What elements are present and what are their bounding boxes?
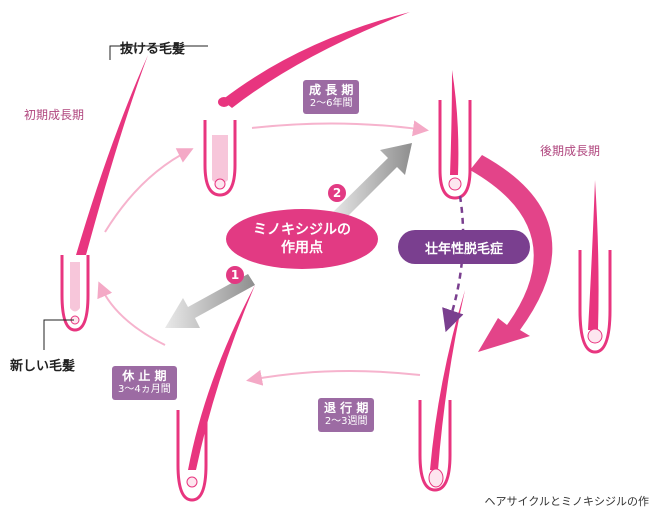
minoxidil-line2: 作用点 [281, 240, 323, 256]
aga-dashed-arrow [442, 195, 465, 333]
cycle-arrow-upper-left [104, 148, 194, 233]
aga-label: 壮年性脱毛症 [398, 230, 530, 264]
marker-2: 2 [328, 184, 346, 202]
phase-anagen-duration: 2〜6年間 [309, 98, 353, 109]
falling-hair-strand [222, 12, 410, 108]
late-growth-label: 後期成長期 [540, 144, 601, 158]
phase-catagen-duration: 2〜3週間 [324, 416, 368, 427]
falling-hair-label: 抜ける毛髪 [120, 42, 186, 57]
minoxidil-arrow-2 [330, 143, 412, 224]
phase-anagen-title: 成 長 期 [309, 83, 354, 97]
phase-telogen-duration: 3〜4ヵ月間 [118, 384, 171, 395]
cycle-arrow-lower-left [97, 281, 166, 346]
follicle-late-growth [578, 180, 612, 354]
late-growth-arrow [470, 155, 553, 352]
minoxidil-action-point: ミノキシジルの 作用点 [226, 209, 378, 269]
phase-telogen: 休 止 期 3〜4ヵ月間 [112, 366, 177, 400]
follicle-top [203, 120, 237, 197]
falling-hair-leader [109, 45, 208, 60]
cycle-arrows [97, 120, 429, 386]
cycle-arrow-top [251, 120, 429, 137]
aga-text: 壮年性脱毛症 [424, 241, 503, 257]
minoxidil-arrow-1 [165, 274, 255, 328]
follicle-telogen [176, 285, 255, 502]
early-growth-strand [76, 55, 148, 255]
follicle-catagen [418, 290, 465, 492]
phase-anagen: 成 長 期 2〜6年間 [303, 80, 360, 114]
marker-1: 1 [226, 266, 244, 284]
follicle-anagen-right [438, 70, 472, 200]
phase-telogen-title: 休 止 期 [122, 369, 167, 383]
caption: ヘアサイクルとミノキシジルの作 [484, 495, 649, 508]
cycle-arrow-bottom [246, 369, 421, 386]
follicle-new-hair [60, 255, 90, 332]
new-hair-label: 新しい毛髪 [10, 359, 76, 374]
phase-catagen: 退 行 期 2〜3週間 [318, 398, 375, 432]
minoxidil-line1: ミノキシジルの [253, 222, 351, 238]
new-hair-leader [43, 319, 74, 350]
early-growth-label: 初期成長期 [24, 108, 85, 122]
phase-catagen-title: 退 行 期 [324, 401, 369, 415]
